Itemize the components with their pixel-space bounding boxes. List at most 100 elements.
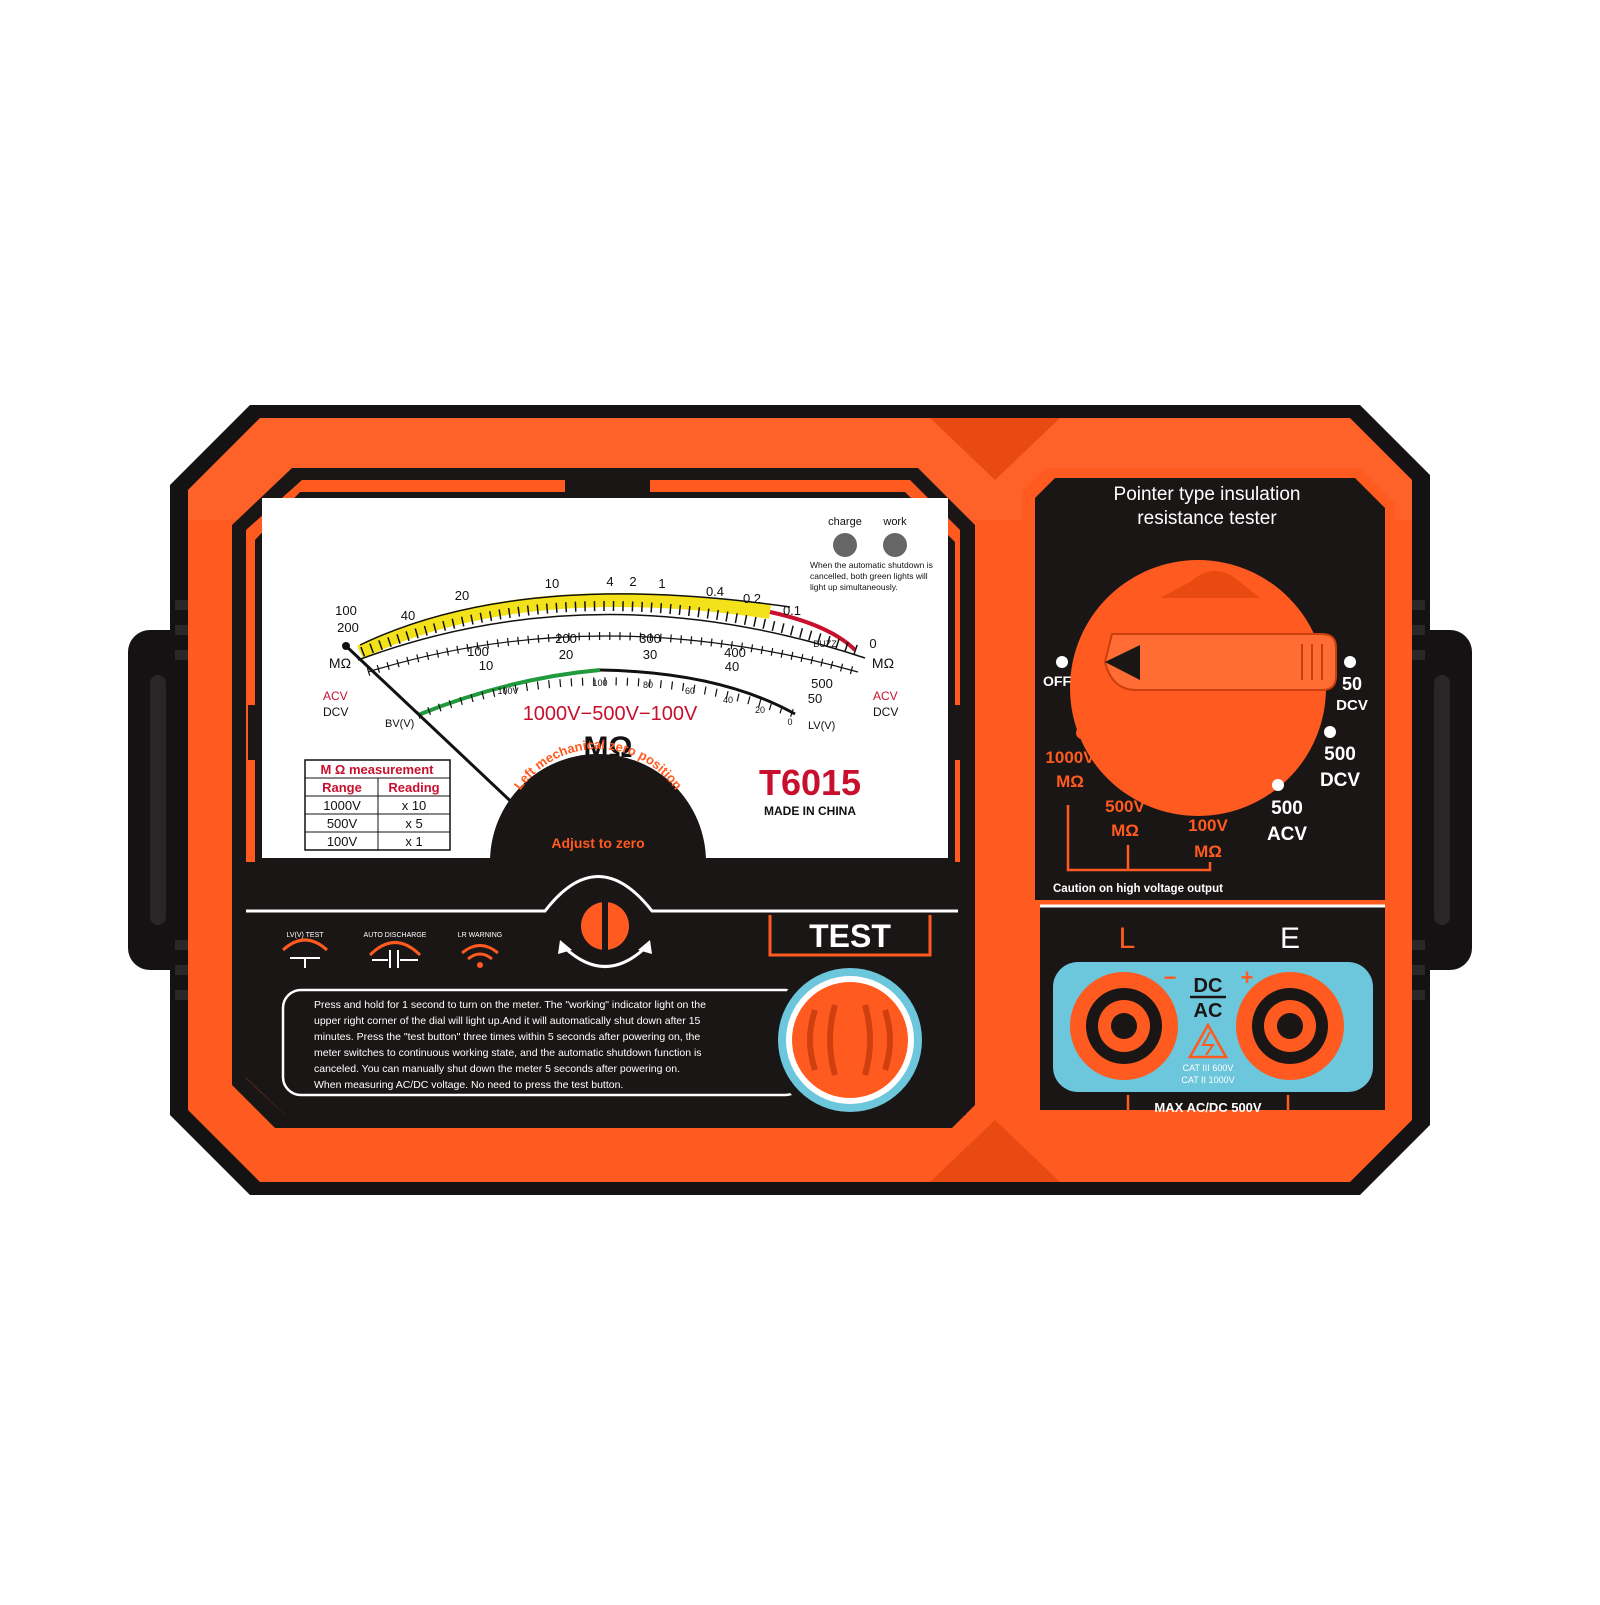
acv-right-label: ACV [873, 689, 898, 703]
max-voltage-label: MAX AC/DC 500V [1154, 1100, 1261, 1115]
selector-500v-unit: MΩ [1111, 821, 1139, 840]
dc-label: DC [1194, 975, 1223, 997]
instruction-line: meter switches to continuous working sta… [314, 1047, 702, 1059]
instruction-line: upper right corner of the dial will ligh… [314, 1015, 701, 1027]
scale-label: 40 [401, 608, 415, 623]
scale-label: 0.1 [783, 603, 801, 618]
instruction-line: Press and hold for 1 second to turn on t… [314, 999, 706, 1011]
high-voltage-bracket [1066, 805, 1212, 872]
table-header-reading: Reading [388, 780, 439, 795]
selector-1000v-label: 1000V [1045, 748, 1095, 767]
charge-label: charge [828, 516, 862, 528]
scale-label: 20 [455, 588, 469, 603]
scale-label: 300 [639, 631, 661, 646]
selector-100v-label: 100V [1188, 816, 1228, 835]
selector-100v-unit: MΩ [1194, 842, 1222, 861]
svg-text:LR WARNING: LR WARNING [458, 932, 502, 939]
volt-label: 0 [787, 717, 792, 727]
svg-text:LV(V) TEST: LV(V) TEST [286, 932, 324, 939]
caution-text: Caution on high voltage output [1053, 883, 1223, 895]
scale-label: 50 [808, 691, 822, 706]
acv-left-label: ACV [323, 689, 348, 703]
table-cell: 1000V [323, 798, 361, 813]
terminal-e-label: E [1280, 922, 1300, 955]
meter-needle [344, 644, 522, 812]
zero-adjust-knob[interactable] [558, 886, 652, 968]
plus-sign: + [1241, 965, 1254, 990]
scale-label: 100 [467, 644, 489, 659]
lv-test-icon: LV(V) TEST [281, 932, 329, 968]
cat-rating-2: CAT II 1000V [1181, 1075, 1234, 1085]
volt-label: 40 [723, 695, 733, 705]
test-label: TEST [809, 918, 891, 954]
selector-500acv-label: 500 [1271, 798, 1303, 819]
scale-label: 100 [335, 603, 357, 618]
scale-label: 2 [629, 574, 636, 589]
instruction-line: When measuring AC/DC voltage. No need to… [314, 1079, 623, 1091]
indicator-note-line3: light up simultaneously. [810, 582, 898, 592]
test-label-box: TEST [768, 915, 932, 957]
instruction-line: minutes. Press the "test button" three t… [314, 1031, 700, 1043]
buzz-label: BUZZ [813, 639, 837, 649]
table-cell: x 5 [405, 816, 422, 831]
table-cell: x 10 [402, 798, 427, 813]
selector-title-line2: resistance tester [1137, 508, 1277, 529]
instruction-line: canceled. You can manually shut down the… [314, 1063, 680, 1075]
scale-label: 0.4 [706, 584, 724, 599]
charge-indicator-light [833, 533, 857, 557]
table-cell: x 1 [405, 834, 422, 849]
position-dot-500acv [1272, 779, 1284, 791]
made-in-label: MADE IN CHINA [764, 804, 856, 818]
selector-title-line1: Pointer type insulation [1114, 484, 1301, 505]
terminal-l-label: L [1119, 922, 1136, 955]
volt-label: 100 [592, 678, 607, 688]
rotary-selector-knob[interactable] [1070, 560, 1337, 816]
auto-discharge-icon: AUTO DISCHARGE [364, 932, 427, 968]
terminal-e-jack[interactable] [1236, 972, 1344, 1080]
dcv-right-label: DCV [873, 705, 898, 719]
scale-label: 400 [724, 645, 746, 660]
table-title: M Ω measurement [320, 762, 434, 777]
svg-text:AUTO DISCHARGE: AUTO DISCHARGE [364, 932, 427, 939]
volt-label: 80 [643, 680, 653, 690]
selector-off-label: OFF [1043, 673, 1071, 689]
scale-label: 200 [337, 620, 359, 635]
ac-label: AC [1194, 1000, 1223, 1022]
volt-label: 60 [685, 686, 695, 696]
scale-label: 10 [545, 576, 559, 591]
scale-label: 40 [725, 659, 739, 674]
test-button[interactable] [770, 960, 930, 1120]
selector-1000v-unit: MΩ [1056, 772, 1084, 791]
scale-label: 0 [869, 636, 876, 651]
scale-label: 500 [811, 676, 833, 691]
selector-500dcv-label: 500 [1324, 744, 1356, 765]
selector-500v-label: 500V [1105, 797, 1145, 816]
scale-label: 0.2 [743, 591, 761, 606]
scale-label: 1 [658, 576, 665, 591]
minus-sign: − [1164, 965, 1177, 990]
mohm-measurement-table: M Ω measurement Range Reading 1000V x 10… [304, 759, 451, 851]
table-cell: 100V [327, 834, 358, 849]
cat-rating-1: CAT III 600V [1183, 1063, 1234, 1073]
lv-label: LV(V) [808, 720, 835, 732]
side-ribs [175, 600, 1425, 1000]
volt-label: 20 [755, 705, 765, 715]
model-number: T6015 [759, 762, 861, 803]
volt-label: 100V [497, 686, 518, 696]
position-dot-50dcv [1344, 656, 1356, 668]
selector-pointer-icon [1105, 645, 1140, 680]
dcv-left-label: DCV [323, 705, 348, 719]
adjust-to-zero-label: Adjust to zero [551, 835, 644, 851]
position-dot-500dcv [1324, 726, 1336, 738]
terminal-l-jack[interactable] [1070, 972, 1178, 1080]
table-cell: 500V [327, 816, 358, 831]
bv-label: BV(V) [385, 718, 414, 730]
selector-50-label: 50 [1342, 674, 1362, 694]
selector-50-unit: DCV [1336, 697, 1368, 714]
instructions-box: Press and hold for 1 second to turn on t… [281, 988, 805, 1097]
scale-label: 30 [643, 647, 657, 662]
range-text: 1000V−500V−100V [523, 703, 698, 725]
selector-500dcv-unit: DCV [1320, 770, 1360, 791]
